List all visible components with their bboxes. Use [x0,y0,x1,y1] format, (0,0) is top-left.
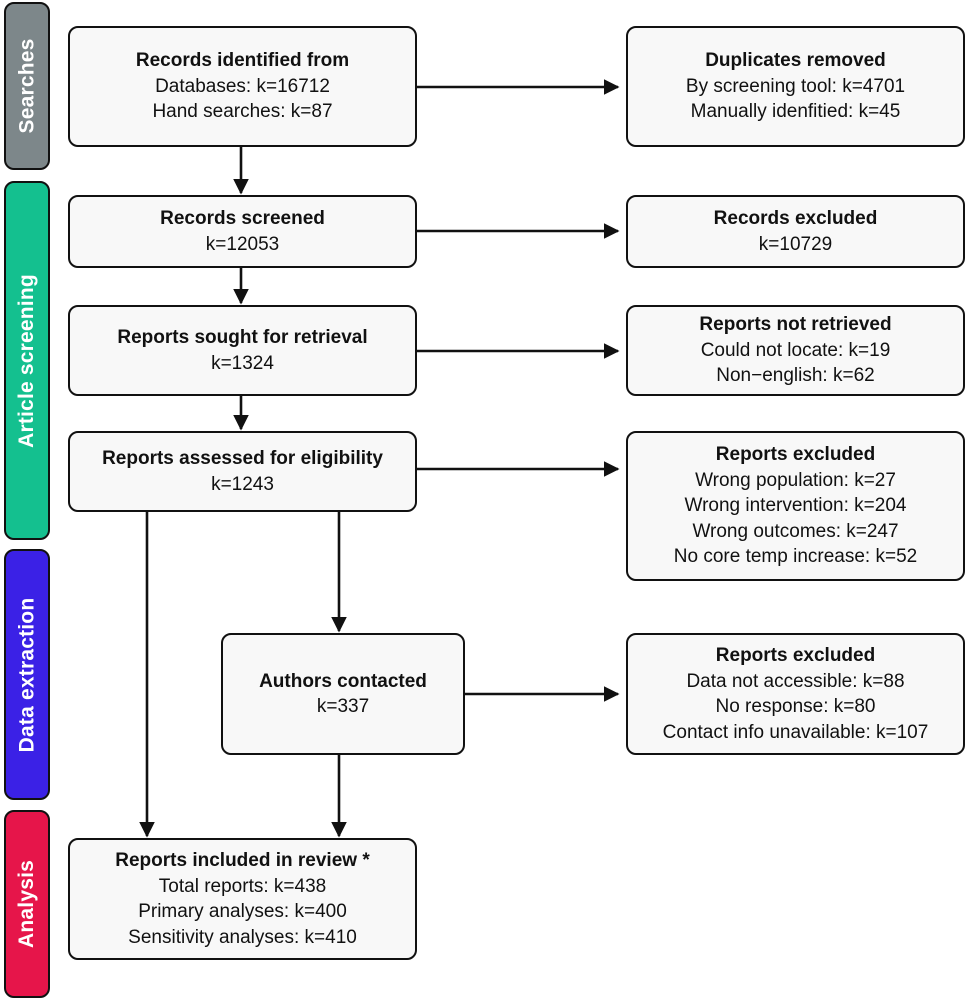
box-line: k=337 [316,696,370,717]
box-reports-excluded-eligibility: Reports excluded Wrong population: k=27 … [626,431,965,581]
phase-searches: Searches [4,2,50,170]
box-title: Records identified from [135,50,350,72]
box-line: Non−english: k=62 [716,365,875,387]
box-line: Wrong population: k=27 [695,469,896,491]
box-line: No response: k=80 [715,696,876,717]
box-title: Duplicates removed [705,50,886,72]
box-line: Wrong intervention: k=204 [684,495,907,517]
box-line: k=1324 [211,352,274,374]
box-line: Could not locate: k=19 [700,339,891,361]
box-line: By screening tool: k=4701 [685,75,906,97]
box-duplicates-removed: Duplicates removed By screening tool: k=… [626,26,965,147]
box-reports-sought: Reports sought for retrieval k=1324 [68,305,417,396]
box-line: Total reports: k=438 [158,875,327,897]
box-title: Records screened [160,208,325,229]
box-line: Wrong outcomes: k=247 [692,520,899,542]
box-reports-excluded-authors: Reports excluded Data not accessible: k=… [626,633,965,755]
phase-data-extraction: Data extraction [4,549,50,800]
box-title: Reports not retrieved [699,314,892,336]
box-title: Reports excluded [715,645,876,666]
box-title: Reports assessed for eligibility [102,448,383,469]
phase-analysis: Analysis [4,810,50,998]
box-line: Hand searches: k=87 [152,101,333,123]
box-title: Reports excluded [715,444,876,466]
box-reports-not-retrieved: Reports not retrieved Could not locate: … [626,305,965,396]
box-line: k=10729 [758,233,833,255]
box-records-identified: Records identified from Databases: k=167… [68,26,417,147]
box-title: Reports included in review * [115,850,370,871]
box-line: k=12053 [205,233,280,255]
box-line: k=1243 [211,473,274,495]
box-line: Databases: k=16712 [155,75,330,97]
box-line: Contact info unavailable: k=107 [662,721,929,743]
box-line: Primary analyses: k=400 [138,901,347,922]
box-line: Sensitivity analyses: k=410 [128,926,357,948]
box-records-excluded: Records excluded k=10729 [626,195,965,268]
box-title: Authors contacted [259,670,427,692]
box-records-screened: Records screened k=12053 [68,195,417,268]
box-line: Data not accessible: k=88 [686,670,905,692]
box-line: Manually idenfitied: k=45 [690,101,901,123]
box-reports-assessed: Reports assessed for eligibility k=1243 [68,431,417,512]
box-line: No core temp increase: k=52 [673,546,918,568]
phase-article-screening: Article screening [4,181,50,540]
box-title: Reports sought for retrieval [117,327,368,348]
box-authors-contacted: Authors contacted k=337 [221,633,465,755]
box-reports-included: Reports included in review * Total repor… [68,838,417,960]
box-title: Records excluded [713,208,878,229]
